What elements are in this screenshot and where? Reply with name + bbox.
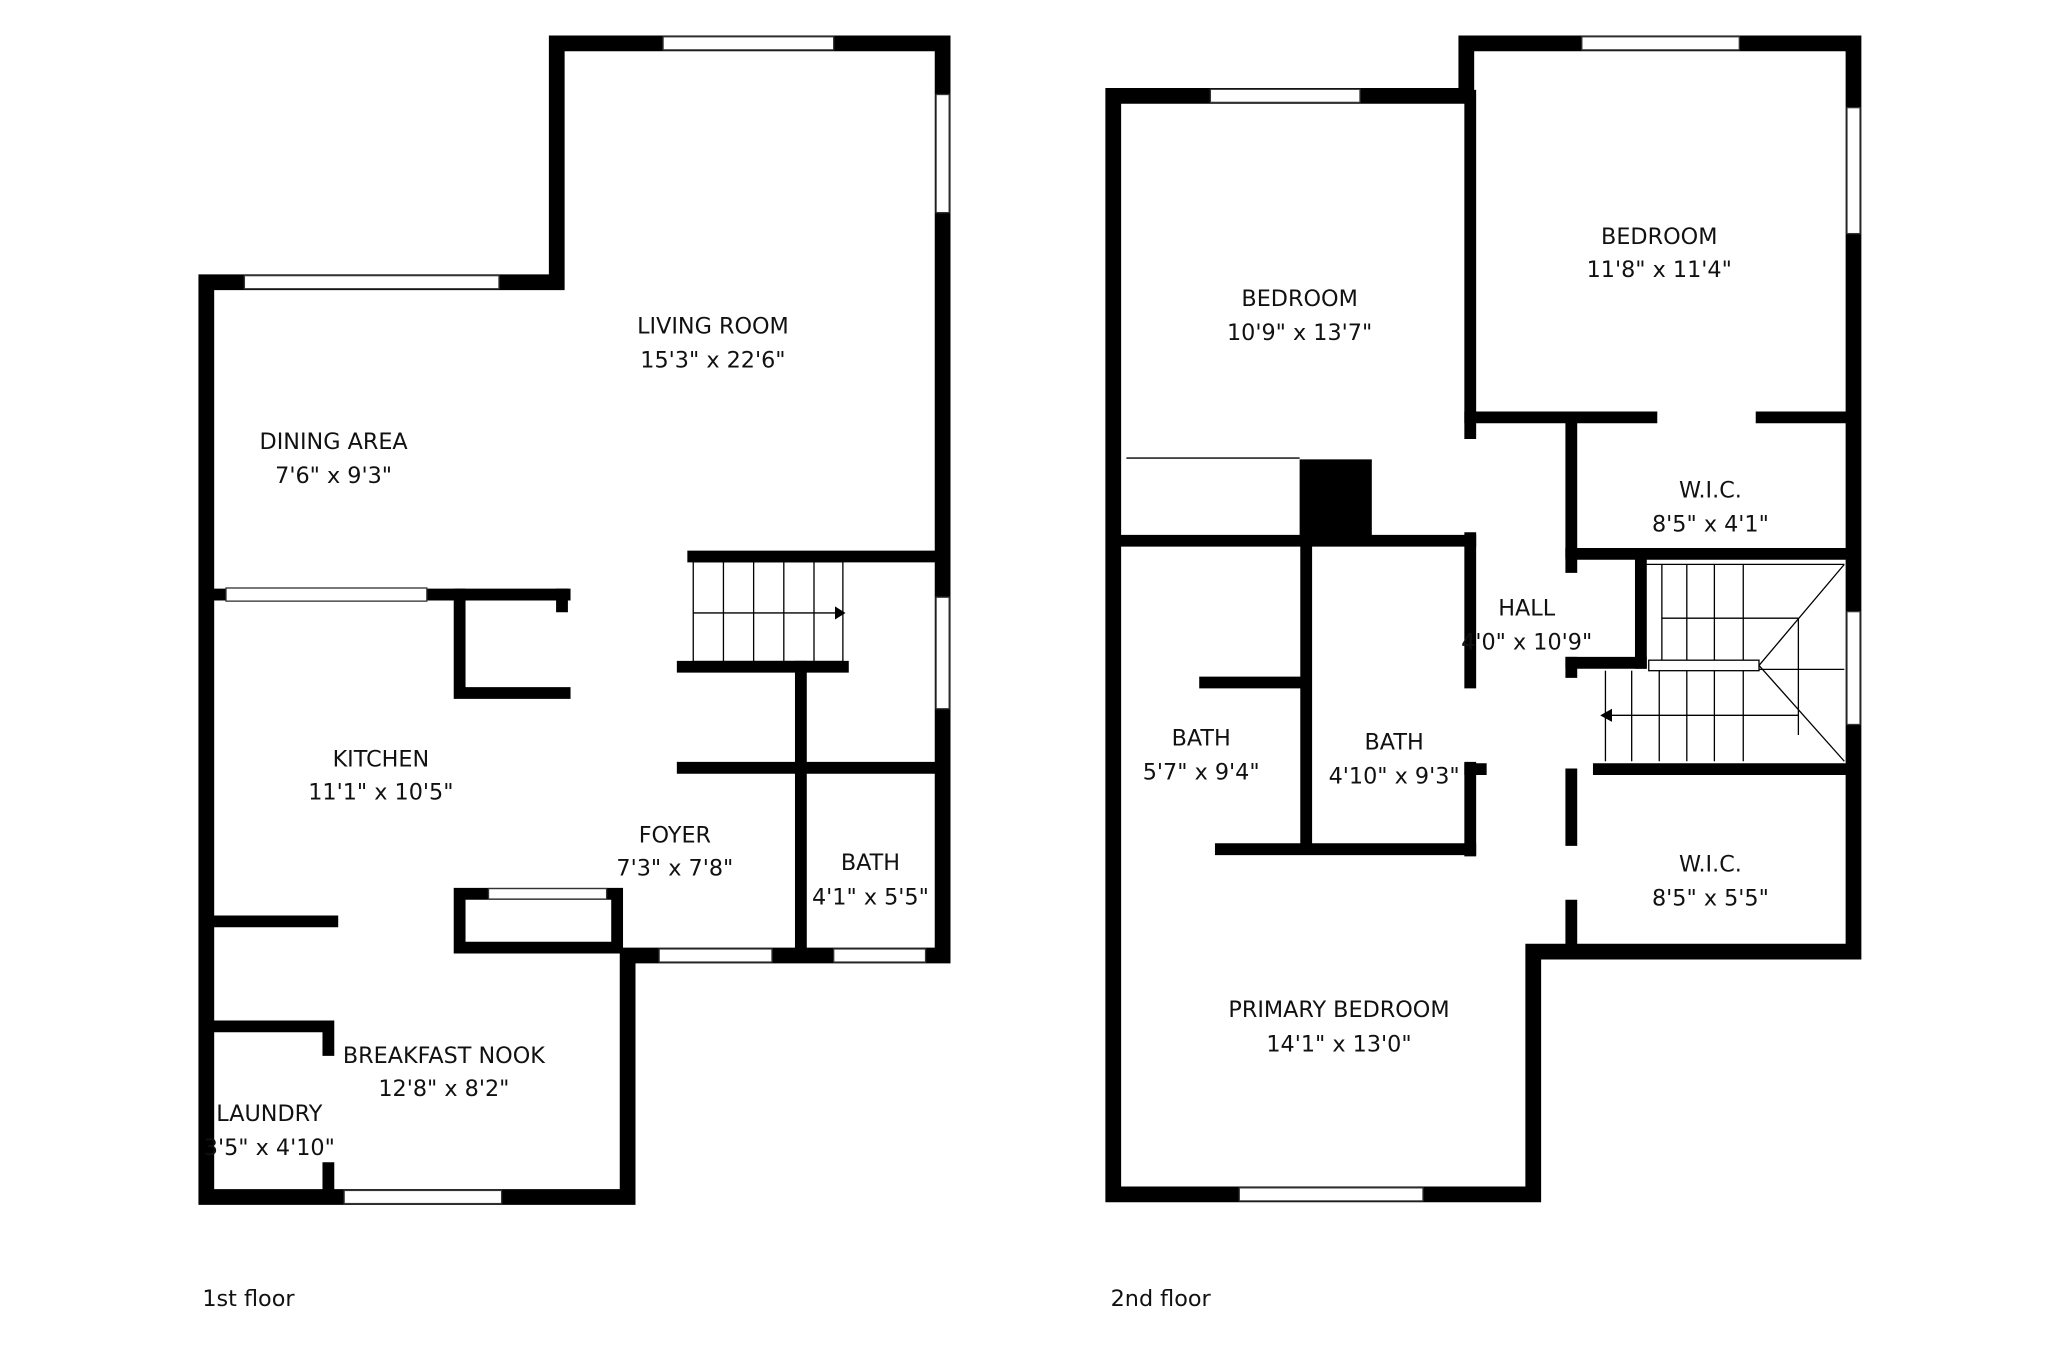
interior-wall xyxy=(453,887,624,954)
room-size-bedroom-1: 10'9" x 13'7" xyxy=(1227,320,1372,346)
room-name-bath: BATH xyxy=(841,850,900,876)
room-name-breakfast-nook: BREAKFAST NOOK xyxy=(343,1043,546,1069)
room-size-bath-1: 5'7" x 9'4" xyxy=(1143,760,1260,786)
room-size-hall: 4'0" x 10'9" xyxy=(1461,630,1592,656)
window xyxy=(343,1189,503,1205)
window xyxy=(1238,1187,1424,1202)
room-size-living-room: 15'3" x 22'6" xyxy=(640,348,785,374)
room-name-wic-2: W.I.C. xyxy=(1679,852,1742,878)
first-floor-plan: LIVING ROOM 15'3" x 22'6" DINING AREA 7'… xyxy=(198,35,951,1312)
room-size-dining-area: 7'6" x 9'3" xyxy=(275,463,392,489)
room-name-bath-1: BATH xyxy=(1172,726,1231,752)
room-size-wic-2: 8'5" x 5'5" xyxy=(1652,886,1769,912)
room-name-kitchen: KITCHEN xyxy=(333,747,430,773)
window xyxy=(243,274,500,290)
room-size-primary-bedroom: 14'1" x 13'0" xyxy=(1266,1031,1411,1057)
window xyxy=(935,596,950,710)
staircase xyxy=(692,561,846,663)
window xyxy=(225,587,428,602)
room-name-primary-bedroom: PRIMARY BEDROOM xyxy=(1228,997,1449,1023)
room-size-breakfast-nook: 12'8" x 8'2" xyxy=(378,1076,509,1102)
room-size-bath-2: 4'10" x 9'3" xyxy=(1329,764,1460,790)
chimney-block xyxy=(1299,459,1372,539)
room-name-hall: HALL xyxy=(1498,596,1555,622)
floor-label-2nd: 2nd floor xyxy=(1111,1286,1212,1312)
room-name-bath-2: BATH xyxy=(1365,729,1424,755)
room-name-dining-area: DINING AREA xyxy=(260,429,409,455)
window xyxy=(658,948,773,963)
window xyxy=(662,36,835,51)
interior-wall xyxy=(453,588,571,699)
room-name-laundry: LAUNDRY xyxy=(216,1101,322,1127)
second-floor-plan: BEDROOM 10'9" x 13'7" BEDROOM 11'8" x 11… xyxy=(1105,35,1862,1312)
room-size-foyer: 7'3" x 7'8" xyxy=(616,855,733,881)
room-size-wic-1: 8'5" x 4'1" xyxy=(1652,512,1769,538)
room-size-kitchen: 11'1" x 10'5" xyxy=(308,779,453,805)
window xyxy=(1846,610,1861,726)
staircase xyxy=(1600,563,1845,762)
room-size-bath: 4'1" x 5'5" xyxy=(812,884,929,910)
window xyxy=(1581,36,1740,51)
window xyxy=(1209,88,1361,104)
window xyxy=(487,887,608,900)
window xyxy=(935,93,950,214)
interior-wall xyxy=(200,1020,335,1056)
room-name-wic-1: W.I.C. xyxy=(1679,477,1742,503)
floor-label-1st: 1st floor xyxy=(202,1286,295,1312)
window xyxy=(833,948,927,963)
room-name-living-room: LIVING ROOM xyxy=(637,313,789,339)
room-size-bedroom-2: 11'8" x 11'4" xyxy=(1587,257,1732,283)
room-size-laundry: 3'5" x 4'10" xyxy=(204,1135,335,1161)
room-name-foyer: FOYER xyxy=(639,823,711,849)
window xyxy=(1846,106,1861,235)
room-name-bedroom-1: BEDROOM xyxy=(1241,286,1357,312)
room-name-bedroom-2: BEDROOM xyxy=(1601,224,1717,250)
